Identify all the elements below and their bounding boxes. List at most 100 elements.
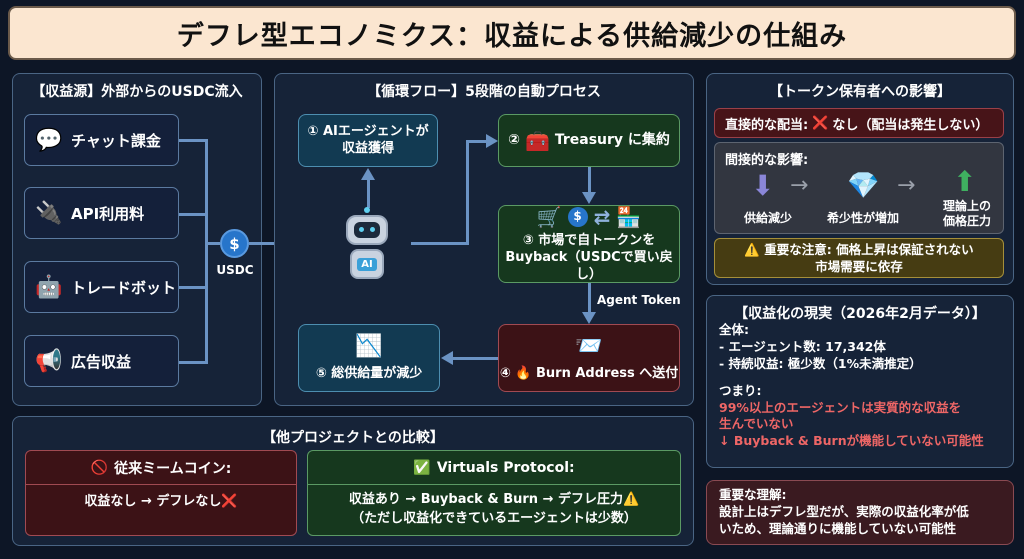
- overall-label: 全体:: [719, 322, 749, 337]
- connector-line: [179, 286, 207, 289]
- robot-icon: 🤖: [35, 274, 63, 300]
- page-title: デフレ型エコノミクス：収益による供給減少の仕組み: [8, 6, 1016, 60]
- step-text: 収益獲得: [341, 140, 394, 156]
- virtuals-protocol-box: ✅ Virtuals Protocol: 収益あり → Buyback & Bu…: [307, 450, 681, 536]
- arrow-head: [361, 168, 375, 180]
- direct-dividend-box: 直接的な配当: ❌ なし（配当は発生しない）: [714, 108, 1004, 138]
- chain-label: 希少性が増加: [826, 211, 899, 225]
- prohibited-icon: 🚫: [90, 459, 109, 476]
- flow-step-2: ② 🧰 Treasury に集約: [498, 114, 680, 167]
- arrow-head: [582, 312, 596, 324]
- price-up-icon: ⬆: [953, 165, 977, 198]
- ai-badge: AI: [357, 257, 377, 271]
- plug-icon: 🔌: [35, 200, 63, 226]
- source-label: API利用料: [71, 204, 145, 223]
- exchange-arrows-icon: ⇄: [593, 205, 611, 230]
- indirect-impact-box: 間接的な影響: ⬇ 供給減少 → 💎 希少性が増加 → ⬆ 理論上の 価格圧力: [714, 142, 1004, 234]
- understanding-line: いため、理論通りに機能していない可能性: [719, 520, 957, 536]
- holder-impact-title: 【トークン保有者への影響】: [769, 84, 951, 100]
- warning-icon: ⚠️: [623, 492, 640, 507]
- chain-label: 理論上の: [942, 199, 991, 213]
- summary-label: つまり:: [719, 382, 762, 398]
- connector-line: [588, 283, 591, 313]
- source-item-api: 🔌 API利用料: [24, 187, 179, 239]
- stat-line: - エージェント数: 17,342体: [719, 338, 886, 354]
- chain-label: 価格圧力: [942, 214, 991, 228]
- legacy-body: 収益なし → デフレなし: [84, 494, 222, 509]
- step-text: Treasury に集約: [554, 132, 670, 149]
- reality-title: 【収益化の現実（2026年2月データ）】: [734, 306, 986, 322]
- understanding-label: 重要な理解:: [719, 487, 787, 502]
- understanding-line: 設計上はデフレ型だが、実際の収益化率が低: [719, 503, 969, 519]
- check-mark-icon: ✅: [413, 459, 431, 476]
- reality-panel: 【収益化の現実（2026年2月データ）】 全体: - エージェント数: 17,3…: [706, 295, 1014, 468]
- source-item-ads: 📢 広告収益: [24, 335, 179, 387]
- chain-label: 供給減少: [743, 211, 792, 225]
- warning-text: 重要な注意: 価格上昇は保証されない: [764, 242, 974, 257]
- cross-mark-icon: ❌: [221, 494, 238, 509]
- speech-bubble-icon: 💬: [35, 127, 63, 153]
- legacy-memecoin-box: 🚫 従来ミームコイン: 収益なし → デフレなし❌: [25, 450, 297, 536]
- usdc-coin-icon: $: [567, 207, 588, 228]
- connector-line: [205, 242, 220, 245]
- source-item-tradebot: 🤖 トレードボット: [24, 261, 179, 313]
- source-item-chat: 💬 チャット課金: [24, 114, 179, 166]
- source-label: 広告収益: [71, 352, 132, 371]
- chain-arrow-icon: →: [897, 173, 916, 198]
- indirect-impact-label: 間接的な影響:: [725, 153, 809, 168]
- connector-line: [452, 357, 498, 360]
- direct-dividend-value: なし（配当は発生しない）: [832, 117, 989, 133]
- step-number: ②: [508, 132, 520, 149]
- warning-text: 市場需要に依存: [815, 258, 903, 274]
- step-text: Burn Address へ送付: [536, 365, 679, 381]
- ai-robot-icon: AI: [332, 207, 402, 287]
- step-number: ③: [522, 233, 534, 249]
- key-understanding-box: 重要な理解: 設計上はデフレ型だが、実際の収益化率が低 いため、理論通りに機能し…: [706, 480, 1014, 545]
- usdc-coin-icon: $: [220, 229, 249, 258]
- summary-line: 生んでいない: [719, 416, 794, 432]
- chart-decreasing-icon: 📉: [355, 334, 383, 360]
- legacy-title: 従来ミームコイン:: [114, 460, 232, 477]
- summary-line: ↓ Buyback & Burnが機能していない可能性: [719, 433, 984, 449]
- connector-line: [411, 242, 468, 245]
- chain-arrow-icon: →: [790, 173, 809, 198]
- step-text: Buyback（USDCで買い戻し）: [505, 250, 673, 282]
- fire-icon: 🔥: [515, 365, 532, 381]
- connector-line: [179, 213, 207, 216]
- diamond-icon: 💎: [847, 171, 880, 201]
- step-number: ⑤: [315, 365, 327, 381]
- supply-down-icon: ⬇: [751, 169, 775, 202]
- agent-token-label: Agent Token: [597, 293, 681, 307]
- connector-line: [205, 139, 208, 364]
- step-text: 市場で自トークンを: [538, 233, 656, 249]
- arrow-head: [441, 351, 453, 365]
- robot-body: AI: [350, 249, 384, 279]
- price-warning-box: ⚠️ 重要な注意: 価格上昇は保証されない 市場需要に依存: [714, 238, 1004, 278]
- megaphone-icon: 📢: [35, 348, 63, 374]
- comparison-title: 【他プロジェクトとの比較】: [262, 430, 444, 446]
- revenue-sources-title: 【収益源】外部からのUSDC流入: [31, 84, 243, 100]
- step-number: ④: [499, 365, 511, 381]
- flow-step-1: ① AIエージェントが 収益獲得: [298, 114, 438, 167]
- treasure-chest-icon: 🧰: [524, 128, 550, 153]
- arrow-head: [486, 134, 498, 148]
- connector-line: [367, 178, 370, 208]
- flow-step-4: 📨 ④ 🔥 Burn Address へ送付: [498, 324, 680, 392]
- stat-line: - 持続収益: 極少数（1%未満推定）: [719, 355, 922, 371]
- connector-line: [466, 140, 469, 245]
- step-text: AIエージェントが: [322, 123, 429, 139]
- virtuals-body: （ただし収益化できているエージェントは少数）: [351, 510, 637, 526]
- source-label: チャット課金: [71, 131, 161, 150]
- step-number: ①: [307, 123, 319, 139]
- flow-step-3: 🛒 $ ⇄ 🏪 ③ 市場で自トークンを Buyback（USDCで買い戻し）: [498, 205, 680, 283]
- buyback-icons: 🛒 $ ⇄ 🏪: [537, 204, 642, 230]
- store-icon: 🏪: [616, 205, 642, 230]
- cart-icon: 🛒: [536, 205, 562, 230]
- flow-step-5: 📉 ⑤ 総供給量が減少: [298, 324, 440, 392]
- flow-title: 【循環フロー】5段階の自動プロセス: [367, 84, 601, 100]
- connector-line: [466, 140, 488, 143]
- virtuals-title: Virtuals Protocol:: [436, 459, 575, 476]
- warning-icon: ⚠️: [744, 242, 760, 257]
- robot-head: [346, 215, 388, 245]
- burn-envelope-icon: 📨: [575, 334, 603, 360]
